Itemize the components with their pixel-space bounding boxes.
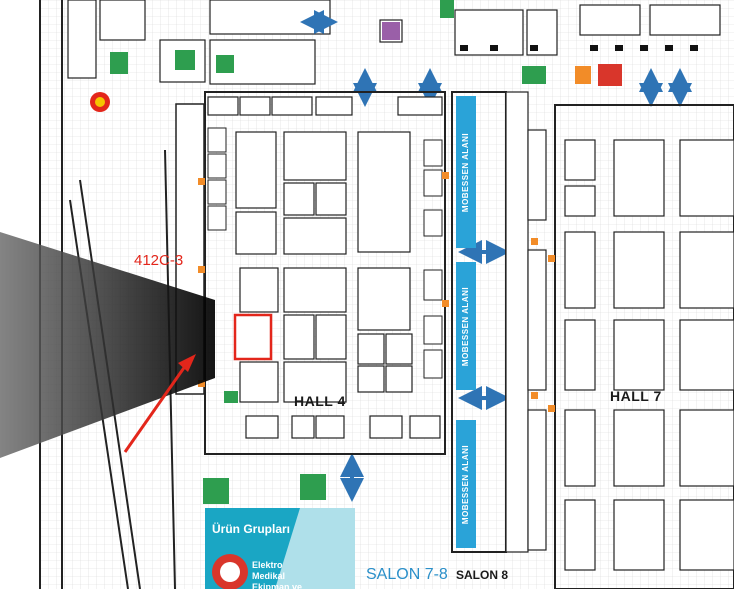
highlighted-booth-label: 412C-3 bbox=[134, 252, 184, 269]
product-panel-title: Ürün Grupları bbox=[212, 522, 291, 536]
hall-4-label: HALL 4 bbox=[294, 393, 346, 409]
corridor-band-top: MOBESSEN ALANI bbox=[456, 96, 476, 248]
salon-8-label: SALON 8 bbox=[456, 568, 509, 582]
corridor-band-middle: MOBESSEN ALANI bbox=[456, 262, 476, 390]
corridor-band-bottom: MOBESSEN ALANI bbox=[456, 420, 476, 548]
salon-7-8-label: SALON 7-8 bbox=[366, 566, 448, 583]
hall-7-label: HALL 7 bbox=[610, 388, 662, 404]
product-panel-item: Elektro Medikal Ekipman ve Laboratuvar bbox=[252, 560, 303, 589]
